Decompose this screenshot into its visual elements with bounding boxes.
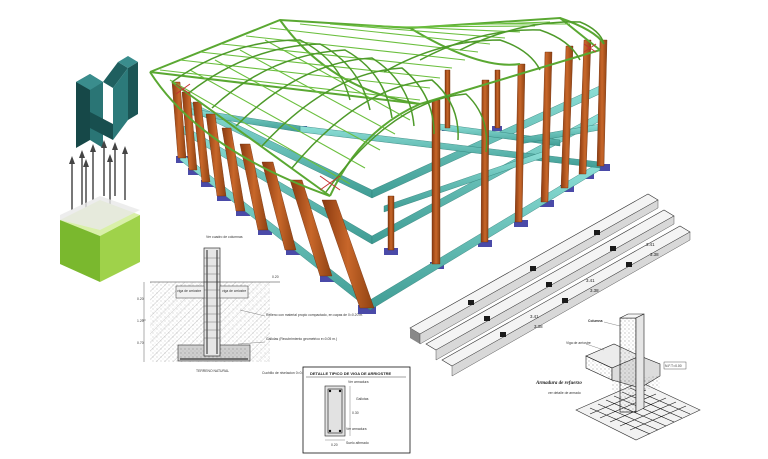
beam-dim-width: 0.20	[331, 443, 338, 447]
roof-trusses	[149, 16, 605, 197]
beam-label-stirrups: Gallotas	[356, 397, 369, 401]
dim-top: 0.20	[272, 275, 279, 279]
label-reinforcement: Armadura de refuerzo	[535, 381, 582, 386]
label-level: N.F.T=0.00	[665, 364, 682, 368]
tie-beam-detail: DETALLE TIPICO DE VIGA DE ARRIOSTRE Ver …	[302, 366, 411, 454]
beam-label-rebar-top: Ver armadura	[348, 380, 369, 384]
bleacher-dim-6: 3.38	[534, 324, 543, 329]
label-tie-beam: Viga de arriostre	[566, 341, 591, 345]
note-gravel: Gallolas (Recubrimiento geometrico e=0.0…	[266, 337, 337, 341]
label-see-detail: ver detalle de armado	[548, 391, 581, 395]
dim-side-2: 1.20	[137, 319, 144, 323]
beam-dim-height: 0.30	[352, 411, 359, 415]
bleacher-dim-2: 3.38	[650, 252, 659, 257]
footing-section-detail: Ver cuadro de columnas 0.20 viga de arri…	[137, 235, 363, 375]
beam-label-soil: Suelo afirmado	[346, 441, 369, 445]
note-see-columns: Ver cuadro de columnas	[206, 235, 243, 239]
brand-logo	[76, 56, 138, 148]
label-column: Columna	[588, 319, 603, 323]
note-leveling: Cuchillo de nivelacion 0=0.05 m.	[262, 371, 311, 375]
bleachers-3d: 3.41 3.38 3.41 3.38 3.41 3.38	[409, 193, 691, 377]
detail-title: DETALLE TIPICO DE VIGA DE ARRIOSTRE	[310, 371, 392, 376]
truss-arches	[171, 21, 605, 193]
label-tie-beam-right: viga de arriostre	[222, 289, 246, 293]
bleacher-dim-3: 3.41	[586, 278, 595, 283]
beam-label-rebar-bottom: Ver armadura	[346, 427, 367, 431]
bleacher-dim-5: 3.41	[530, 314, 539, 319]
label-natural-ground: TERRENO NATURAL	[196, 369, 229, 373]
bleacher-dim-4: 3.38	[590, 288, 599, 293]
bleacher-dim-1: 3.41	[646, 242, 655, 247]
note-fill: Relleno con material propio compactado, …	[266, 313, 363, 317]
column-reinforcement-detail: Columna Viga de arriostre Armadura de re…	[535, 313, 701, 441]
dim-side-1: 0.20	[137, 297, 144, 301]
building-structure-3d	[149, 16, 610, 314]
pedestal-with-rebar	[60, 140, 140, 282]
dim-side-3: 0.70	[137, 341, 144, 345]
label-tie-beam-left: viga de arriostre	[177, 289, 201, 293]
truss-bracing	[175, 43, 597, 191]
columns	[171, 39, 608, 309]
